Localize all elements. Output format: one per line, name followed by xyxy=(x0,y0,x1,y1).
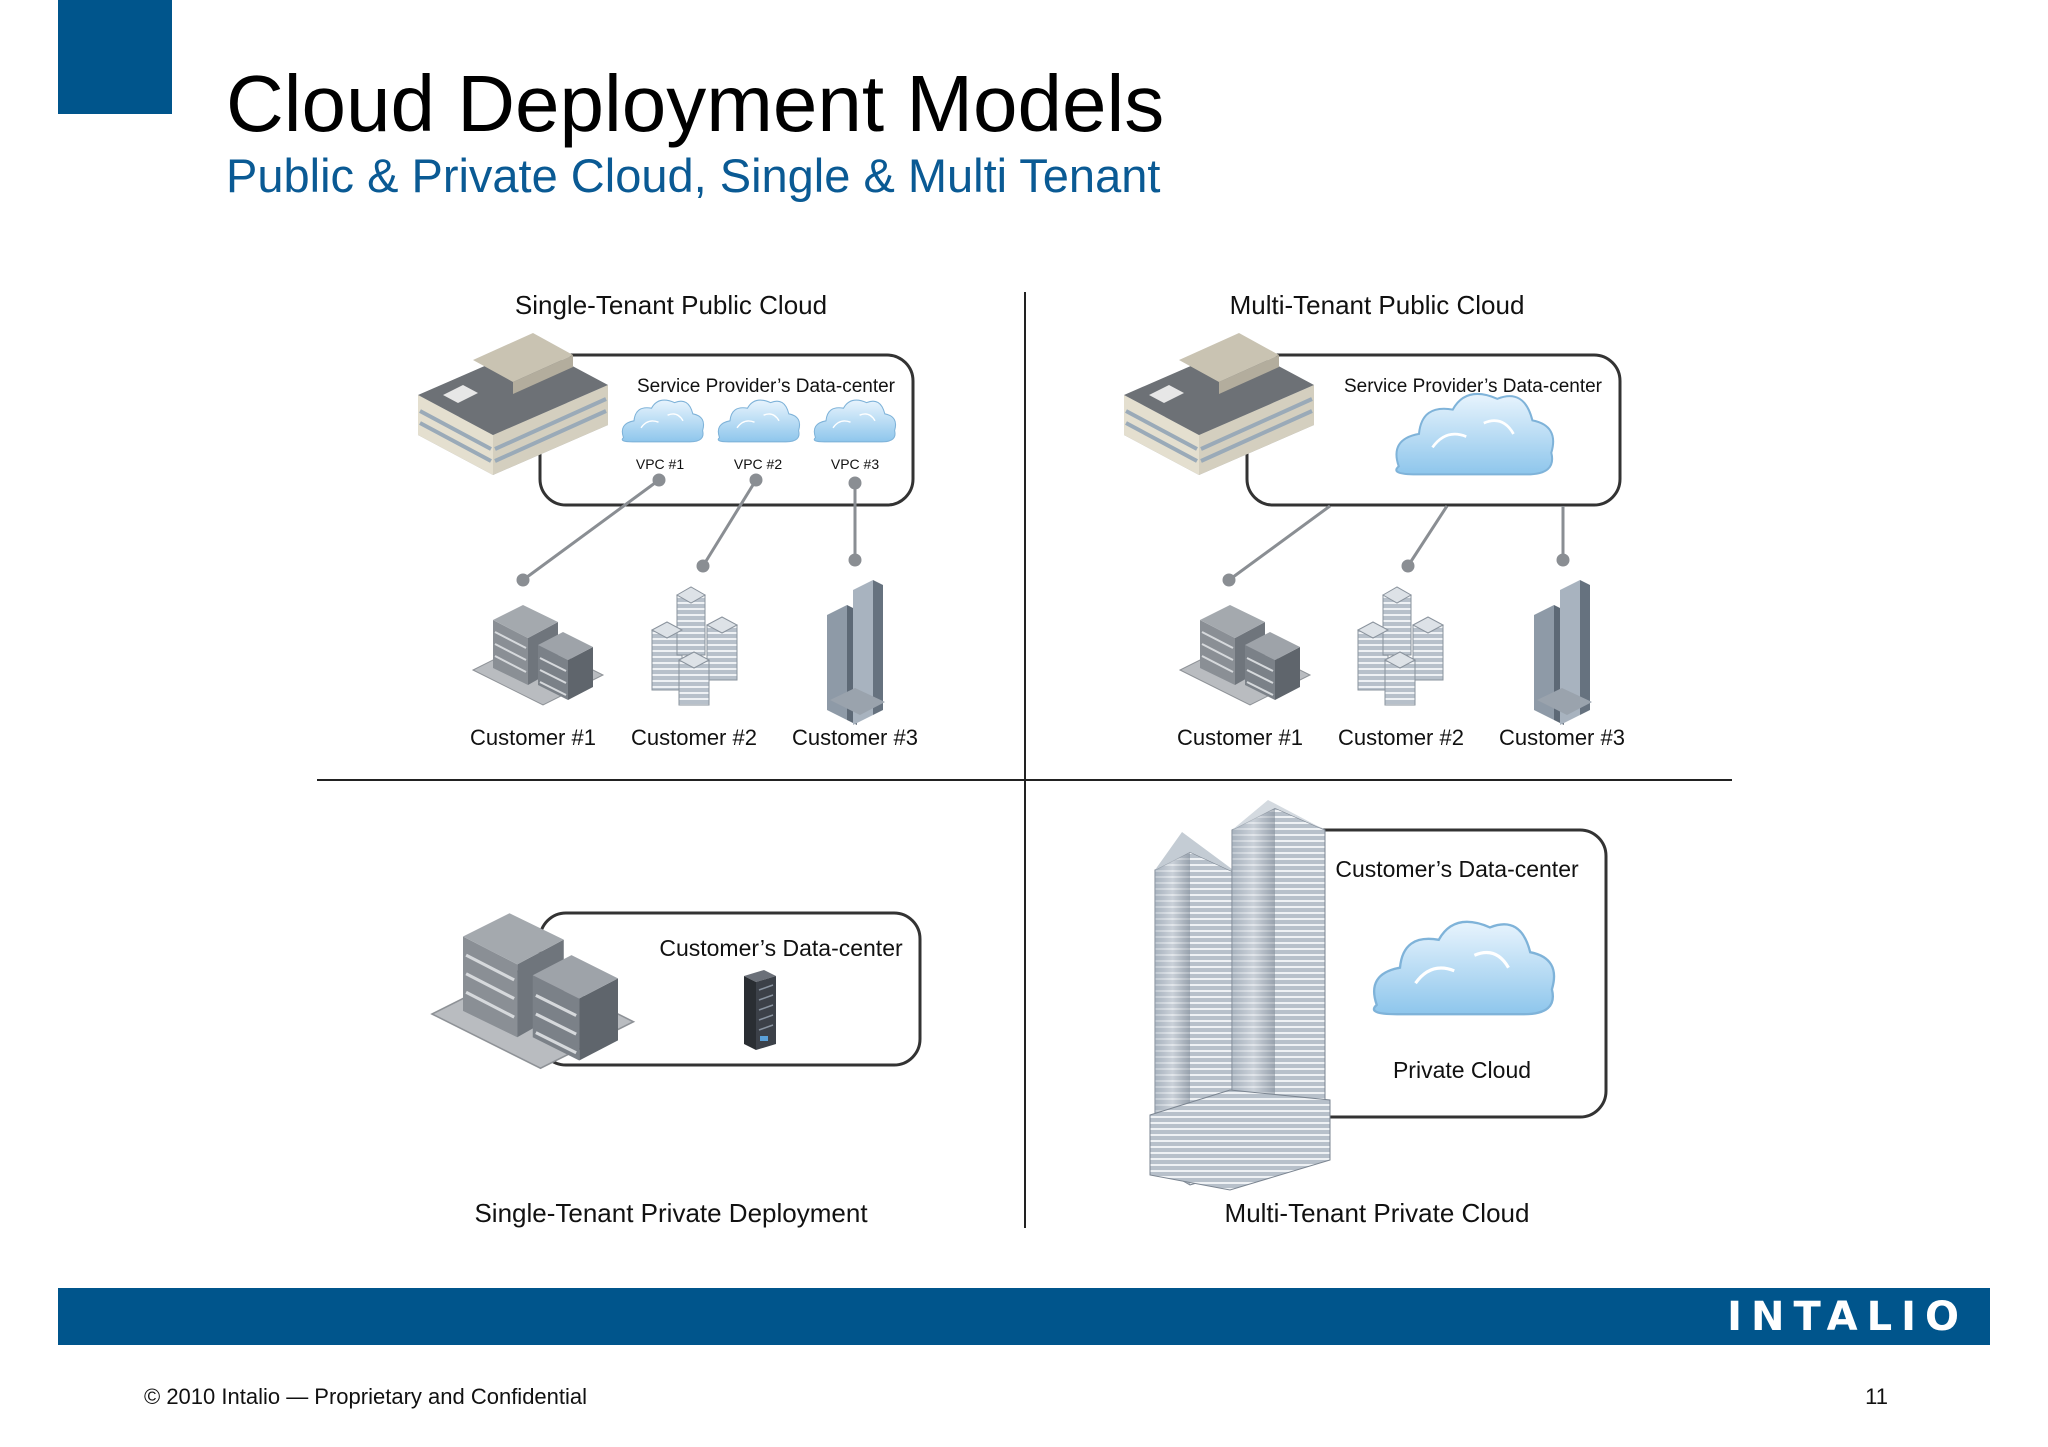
customer-label: Customer #1 xyxy=(1177,725,1303,750)
slide-title: Cloud Deployment Models xyxy=(226,59,1165,148)
slide-subtitle: Public & Private Cloud, Single & Multi T… xyxy=(226,149,1161,202)
quadrant-title-multi-private: Multi-Tenant Private Cloud xyxy=(1224,1198,1530,1228)
vpc-connectors xyxy=(516,473,862,587)
skyscraper-icon xyxy=(1534,580,1592,725)
private-cloud-label: Private Cloud xyxy=(1392,1057,1532,1083)
customer-label: Customer #2 xyxy=(1338,725,1464,750)
customer-label: Customer #2 xyxy=(631,725,757,750)
quadrant-title-single-public: Single-Tenant Public Cloud xyxy=(514,290,828,320)
apartment-icon xyxy=(651,586,738,706)
customer-label: Customer #1 xyxy=(470,725,596,750)
quadrant-title-multi-public: Multi-Tenant Public Cloud xyxy=(1229,290,1525,320)
corner-accent-square xyxy=(58,0,172,114)
customer-label: Customer #3 xyxy=(792,725,918,750)
page-number: 11 xyxy=(1865,1384,1888,1409)
footer-bar xyxy=(58,1288,1990,1345)
skyscraper-icon xyxy=(827,580,885,725)
brand-logo: INTALIO xyxy=(1727,1294,1968,1340)
copyright-text: © 2010 Intalio — Proprietary and Confide… xyxy=(144,1384,588,1409)
office-icon xyxy=(472,604,604,706)
datacenter-label: Customer’s Data-center xyxy=(659,935,903,961)
vpc-label: VPC #3 xyxy=(830,456,880,472)
apartment-icon xyxy=(1357,586,1444,706)
vpc-label: VPC #2 xyxy=(733,456,783,472)
datacenter-label: Service Provider’s Data-center xyxy=(636,376,896,397)
datacenter-label: Customer’s Data-center xyxy=(1335,856,1579,882)
customer-label: Customer #3 xyxy=(1499,725,1625,750)
quadrant-title-single-private: Single-Tenant Private Deployment xyxy=(474,1198,868,1228)
datacenter-label: Service Provider’s Data-center xyxy=(1343,376,1603,397)
vpc-label: VPC #1 xyxy=(635,456,685,472)
server-rack-icon xyxy=(743,969,777,1051)
tower-icon xyxy=(1149,800,1331,1191)
shared-connectors xyxy=(1222,504,1570,587)
office-icon xyxy=(1179,604,1311,706)
